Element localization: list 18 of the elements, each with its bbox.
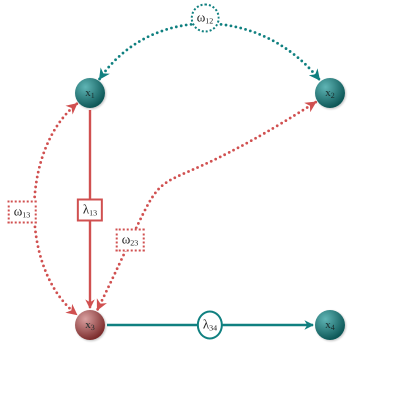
- edge-label: λ$_{13}$: [76, 198, 104, 222]
- node-label: x$_{4}$: [325, 318, 335, 332]
- edge-label: ω$_{13}$: [8, 200, 36, 224]
- node-label: x$_{2}$: [325, 86, 335, 100]
- edge-label: ω$_{23}$: [116, 228, 144, 252]
- dotted-arrow: [98, 22, 321, 82]
- dotted-arrow: [32, 102, 78, 316]
- sphere-node: [75, 78, 105, 108]
- edge-label: ω$_{12}$: [190, 4, 220, 32]
- node-label: x$_{1}$: [85, 86, 95, 100]
- dotted-arrow: [96, 100, 318, 312]
- sphere-node: [315, 78, 345, 108]
- edge-label: λ$_{34}$: [196, 310, 224, 340]
- node-label: x$_{3}$: [85, 318, 95, 332]
- sphere-node: [315, 310, 345, 340]
- arrow: [107, 320, 314, 330]
- arrow: [85, 110, 95, 309]
- sphere-node: [75, 310, 105, 340]
